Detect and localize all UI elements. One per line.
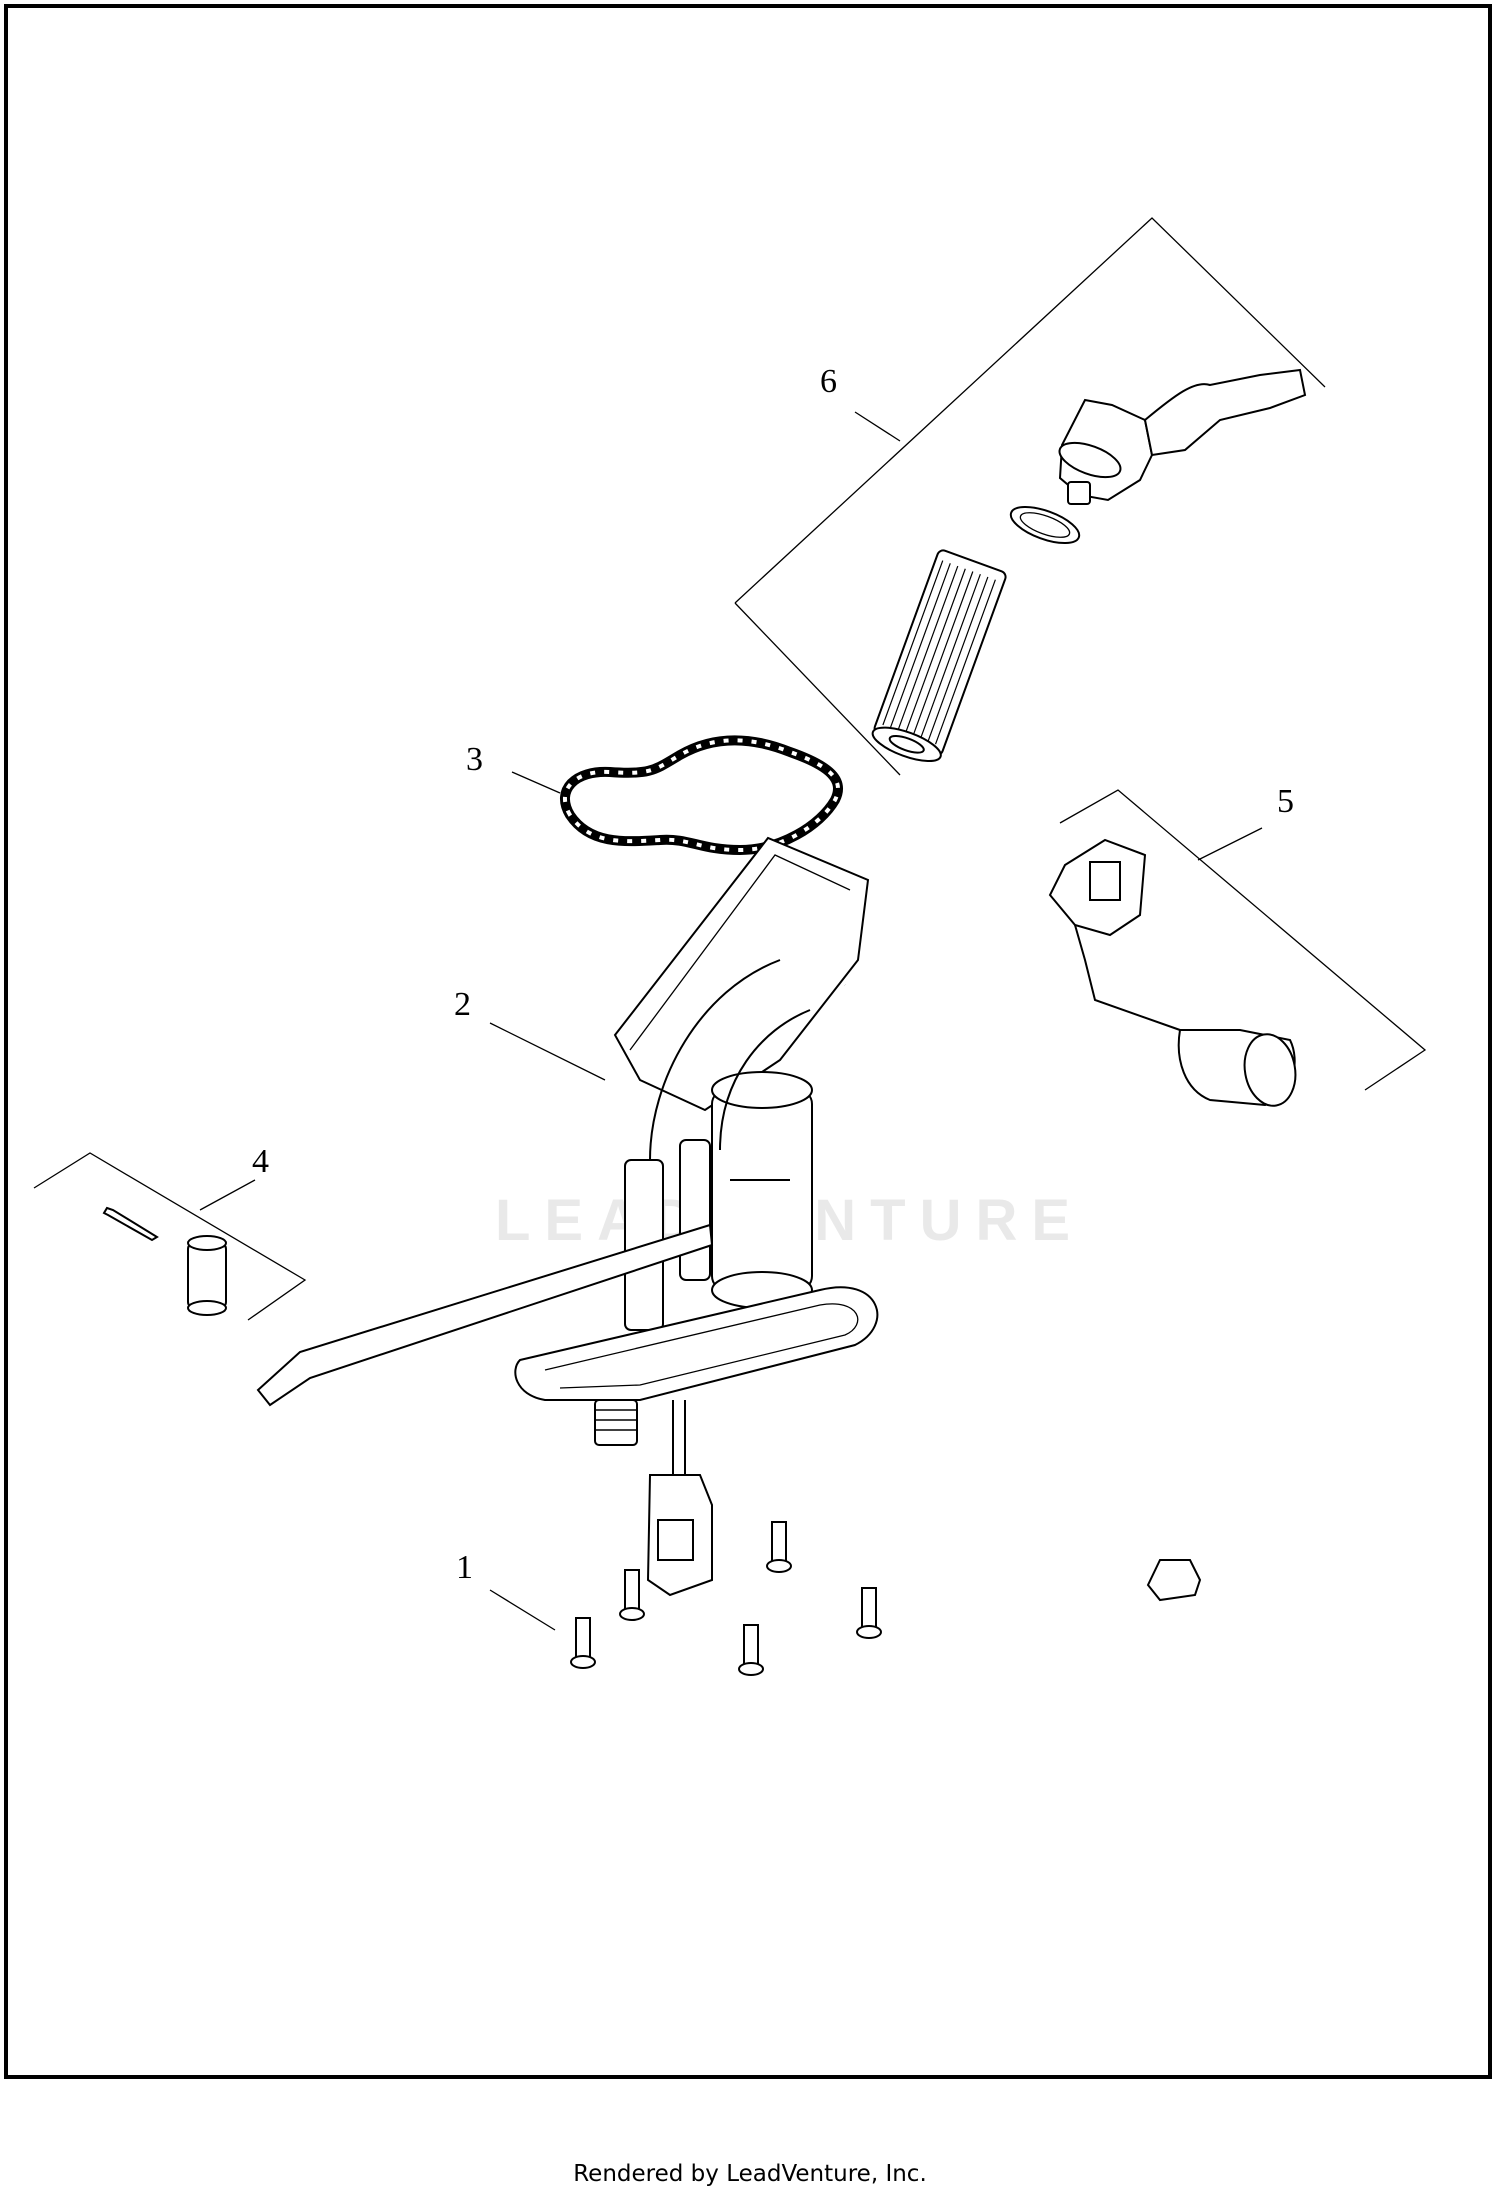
screw <box>766 1521 792 1573</box>
callout-4[interactable]: 4 <box>252 1143 269 1180</box>
part-6-assembly[interactable] <box>734 217 1326 776</box>
part-4-retainer-clip-and-fitting[interactable] <box>33 1152 307 1321</box>
screw <box>570 1617 596 1669</box>
screw <box>619 1569 645 1621</box>
part-2-fuel-pump-module[interactable] <box>256 836 1202 1602</box>
callout-5[interactable]: 5 <box>1277 783 1294 820</box>
callout-2[interactable]: 2 <box>454 986 471 1023</box>
part-5-fuel-level-sender[interactable] <box>1048 789 1427 1110</box>
part-3-gasket[interactable] <box>511 735 843 856</box>
callout-1[interactable]: 1 <box>456 1549 473 1586</box>
footer-credit: Rendered by LeadVenture, Inc. <box>573 2161 927 2187</box>
screw <box>856 1587 882 1639</box>
screw <box>738 1624 764 1676</box>
callout-6[interactable]: 6 <box>820 363 837 400</box>
callout-3[interactable]: 3 <box>466 741 483 778</box>
part-1-screws[interactable] <box>489 1521 882 1676</box>
